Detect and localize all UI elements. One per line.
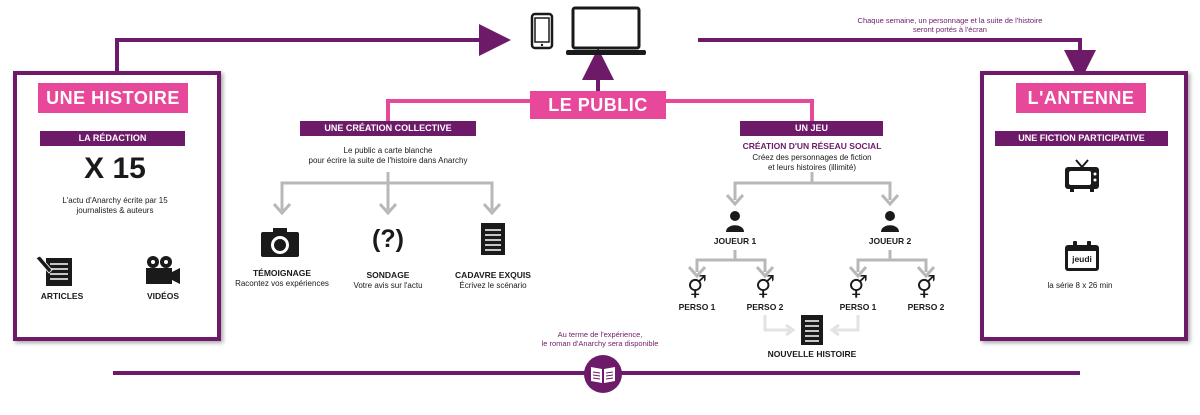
label-joueur-1: JOUEUR 1: [713, 236, 757, 246]
panel-une-histoire: [13, 71, 221, 341]
link-public-collective: [386, 99, 530, 122]
game-desc: Créez des personnages de fiction et leur…: [722, 153, 902, 173]
label-fiction-participative: UNE FICTION PARTICIPATIVE: [995, 131, 1168, 146]
user-icon-player-1: [726, 211, 744, 232]
link-public-game: [666, 99, 814, 122]
collective-desc-line-2: pour écrire la suite de l'histoire dans …: [308, 156, 468, 165]
label-la-redaction: LA RÉDACTION: [40, 131, 185, 146]
top-caption-line-1: Chaque semaine, un personnage et la suit…: [857, 16, 1043, 25]
calendar-day: jeudi: [1072, 254, 1092, 264]
tv-icon: [1065, 159, 1099, 192]
gender-icon-perso-2b: ⚥: [916, 275, 936, 300]
label-articles: ARTICLES: [40, 291, 84, 301]
calendar-shape: [1065, 241, 1099, 271]
game-desc-line-1: Créez des personnages de fiction: [752, 153, 872, 162]
sub-cadavre-exquis: Écrivez le scénario: [459, 281, 527, 290]
label-nouvelle-histoire: NOUVELLE HISTOIRE: [767, 349, 857, 359]
camera-icon: [261, 228, 299, 257]
sub-sondage: Votre avis sur l'actu: [353, 281, 423, 290]
title-une-histoire: UNE HISTOIRE: [38, 83, 188, 113]
bottom-caption: Au terme de l'expérience, le roman d'Ana…: [520, 330, 680, 348]
redaction-desc-line-1: L'actu d'Anarchy écrite par 15: [62, 196, 168, 205]
smartphone-icon: [530, 12, 554, 50]
collective-desc-line-1: Le public a carte blanche: [343, 146, 433, 155]
branch-persos-2: [856, 258, 928, 272]
bottom-caption-line-2: le roman d'Anarchy sera disponible: [541, 339, 659, 348]
schedule-text: la série 8 x 26 min: [1047, 281, 1113, 290]
bottom-caption-line-1: Au terme de l'expérience,: [557, 330, 643, 339]
top-caption: Chaque semaine, un personnage et la suit…: [830, 16, 1070, 34]
label-joueur-2: JOUEUR 2: [868, 236, 912, 246]
flow-left-to-devices: [115, 24, 511, 78]
label-un-jeu: UN JEU: [740, 121, 883, 136]
label-videos: VIDÉOS: [146, 291, 180, 301]
video-camera-icon: [146, 256, 180, 284]
flow-devices-to-antenne: [698, 38, 1096, 82]
label-perso-1b: PERSO 1: [839, 302, 877, 312]
article-pen-icon: [35, 255, 72, 286]
book-icon: [584, 355, 622, 393]
top-caption-line-2: seront portés à l'écran: [913, 25, 987, 34]
label-temoignage: TÉMOIGNAGE: [252, 268, 312, 278]
merge-left: [763, 315, 790, 332]
label-sondage: SONDAGE: [366, 270, 410, 280]
branch-persos-1: [695, 258, 767, 272]
redaction-desc-line-2: journalistes & auteurs: [76, 206, 154, 215]
panel-antenne: [980, 71, 1188, 341]
new-story-document-icon: [801, 315, 823, 345]
gender-icon-perso-1a: ⚥: [687, 275, 707, 300]
laptop-icon: [566, 6, 646, 55]
multiplier-x15: X 15: [84, 152, 146, 185]
label-cadavre-exquis: CADAVRE EXQUIS: [455, 270, 531, 280]
label-perso-2a: PERSO 2: [746, 302, 784, 312]
label-perso-2b: PERSO 2: [907, 302, 945, 312]
collective-desc: Le public a carte blanche pour écrire la…: [288, 146, 488, 166]
document-icon: [481, 223, 505, 255]
poll-question-icon: (?): [372, 225, 404, 253]
game-desc-line-2: et leurs histoires (illimité): [767, 163, 857, 172]
game-subtitle: CRÉATION D'UN RÉSEAU SOCIAL: [742, 141, 882, 151]
label-perso-1a: PERSO 1: [678, 302, 716, 312]
sub-temoignage: Racontez vos expériences: [235, 279, 329, 288]
label-creation-collective: UNE CRÉATION COLLECTIVE: [300, 121, 476, 136]
merge-right: [835, 315, 860, 332]
user-icon-player-2: [881, 211, 899, 232]
redaction-desc: L'actu d'Anarchy écrite par 15 journalis…: [35, 196, 195, 216]
title-antenne: L'ANTENNE: [1016, 83, 1146, 113]
calendar-icon: jeudi: [1064, 240, 1100, 272]
branch-players: [733, 181, 892, 200]
title-le-public: LE PUBLIC: [530, 91, 666, 119]
gender-icon-perso-2a: ⚥: [755, 275, 775, 300]
gender-icon-perso-1b: ⚥: [848, 275, 868, 300]
